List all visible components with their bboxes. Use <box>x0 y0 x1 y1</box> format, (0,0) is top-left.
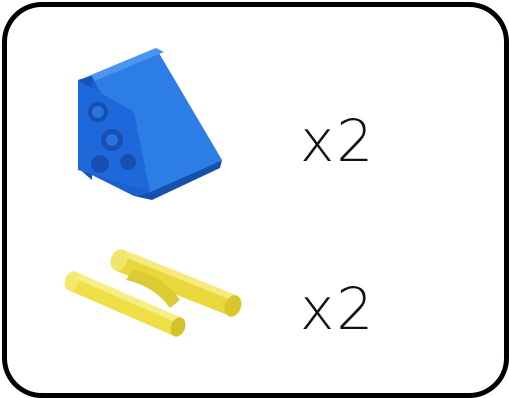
quantity-label: x2 <box>300 112 375 170</box>
yellow-twin-pegs-icon <box>62 230 242 340</box>
part-row-pegs: x2 <box>0 230 509 350</box>
quantity-label: x2 <box>300 280 375 338</box>
part-row-wedge: x2 <box>0 32 509 202</box>
blue-wedge-block-icon <box>70 40 230 200</box>
